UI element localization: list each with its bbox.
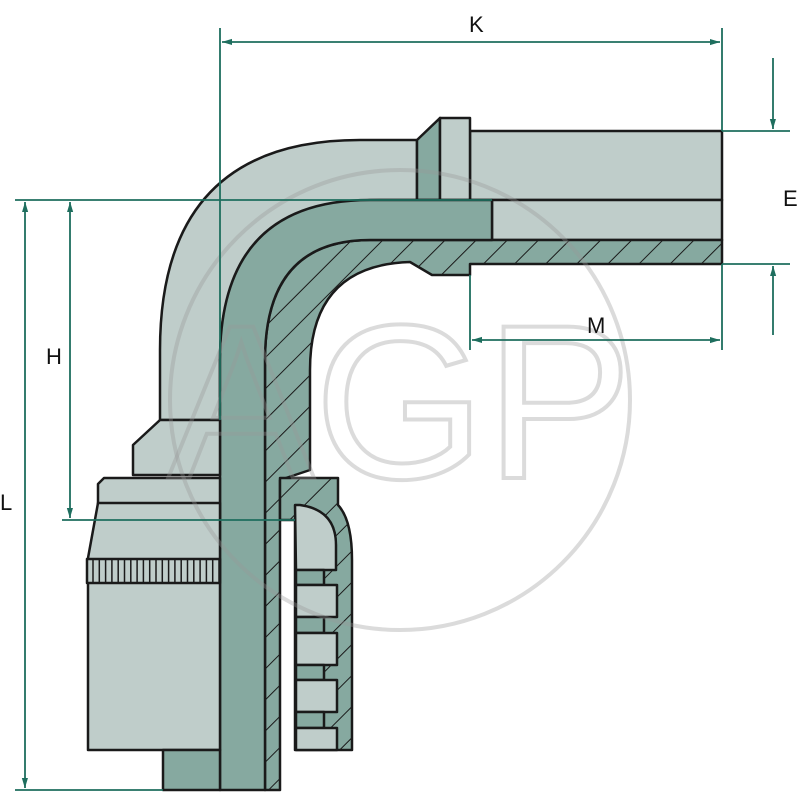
hex-nut — [131, 418, 222, 477]
flange — [438, 116, 472, 202]
knurl-band — [85, 557, 222, 585]
label-k: K — [469, 12, 484, 37]
label-m: M — [587, 313, 605, 338]
bottom-stub — [161, 748, 222, 792]
watermark-logo: AGP — [166, 168, 634, 632]
sleeve — [86, 501, 222, 752]
socket-groove — [294, 710, 326, 730]
socket-groove — [294, 726, 339, 752]
socket-groove — [294, 583, 339, 619]
socket-groove — [294, 663, 326, 682]
label-h: H — [46, 344, 62, 369]
socket-groove — [294, 678, 339, 714]
svg-text:AGP: AGP — [168, 279, 633, 525]
socket-groove — [294, 568, 326, 587]
label-l: L — [0, 490, 12, 515]
socket-cavity — [293, 503, 338, 572]
socket-groove — [294, 615, 326, 635]
label-e: E — [783, 186, 798, 211]
socket-groove — [294, 631, 339, 667]
straight-pipe — [468, 129, 724, 202]
flange-bevel — [415, 116, 442, 202]
